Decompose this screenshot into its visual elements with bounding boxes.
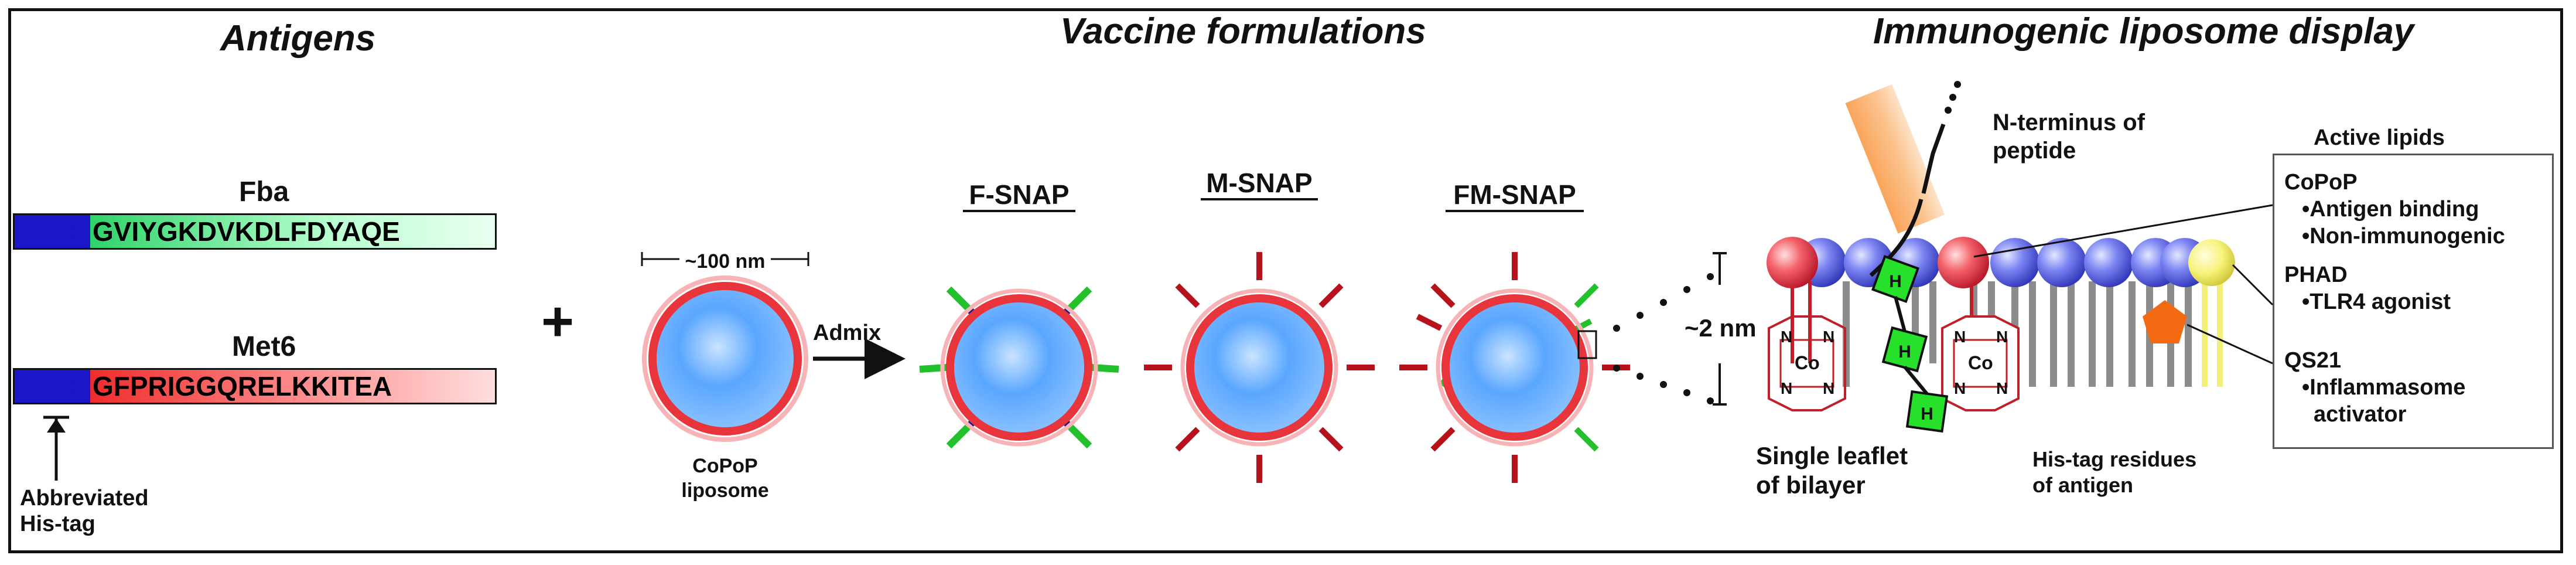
formulation-label-m-snap: M-SNAP: [1206, 168, 1312, 198]
legend-group-copop: CoPoP: [2284, 170, 2358, 195]
nitrogen-label: N: [1954, 379, 1966, 397]
cobalt-label: Co: [1968, 352, 1993, 373]
lipid-heads: [1797, 238, 2235, 287]
section-title-vaccine-formulations: Vaccine formulations: [1060, 11, 1426, 52]
f-snap-liposome: [919, 286, 1119, 449]
his-tag-label-line2: His-tag: [20, 512, 95, 536]
plus-sign: +: [541, 290, 575, 353]
thickness-label: ~2 nm: [1685, 314, 1757, 342]
copop-porphyrin-left: [1767, 237, 1846, 411]
active-lipids-title: Active lipids: [2314, 125, 2445, 150]
m-snap-liposome: [1144, 252, 1375, 483]
antigen-name-fba: Fba: [239, 176, 289, 207]
formulation-label-fm-snap: FM-SNAP: [1453, 179, 1576, 210]
copop-porphyrin-right: [1938, 237, 2020, 411]
histag-residues-label-line1: His-tag residues: [2032, 447, 2196, 471]
his-tag-label-line1: Abbreviated: [20, 486, 149, 510]
nitrogen-label: N: [1954, 328, 1966, 346]
liposome-size-label: ~100 nm: [685, 250, 765, 273]
active-lipids-box: [2273, 154, 2554, 449]
fm-snap-liposome: [1399, 252, 1630, 483]
liposome-name-line2: liposome: [681, 479, 768, 502]
leaflet-label-line2: of bilayer: [1756, 471, 1866, 499]
copop-liposome: [641, 246, 809, 442]
legend-item: activator: [2314, 402, 2407, 427]
histag-h-label: H: [1889, 272, 1902, 291]
leaflet-label-line1: Single leaflet: [1756, 442, 1908, 469]
nitrogen-label: N: [1781, 328, 1792, 346]
legend-callouts: [1973, 204, 2274, 365]
n-terminus-label-line1: N-terminus of: [1993, 110, 2145, 135]
section-title-display: Immunogenic liposome display: [1873, 11, 2414, 52]
nitrogen-label: N: [1823, 328, 1834, 346]
histag-h-label: H: [1898, 342, 1911, 362]
antigen-name-met6: Met6: [232, 331, 296, 362]
his-tag: HHH-: [15, 370, 90, 403]
nitrogen-label: N: [1781, 379, 1792, 397]
formulation-label-f-snap: F-SNAP: [969, 179, 1069, 210]
legend-item: •TLR4 agonist: [2302, 290, 2451, 314]
cobalt-label: Co: [1795, 352, 1820, 373]
qs21-pentagon: [2143, 300, 2187, 343]
phad-tails: [2202, 281, 2223, 387]
legend-item: •Inflammasome: [2302, 375, 2466, 400]
histag-h-label: H: [1921, 404, 1933, 424]
nitrogen-label: N: [1996, 379, 2008, 397]
antigen-sequence-fba: HHH- GVIYGKDVKDLFDYAQE: [13, 213, 497, 250]
figure-frame: [8, 8, 2563, 553]
legend-group-phad: PHAD: [2284, 263, 2348, 287]
legend-item: •Non-immunogenic: [2302, 224, 2505, 249]
thickness-bracket: [1713, 252, 1727, 406]
his-tag: HHH-: [15, 215, 90, 248]
liposome-name-line1: CoPoP: [692, 455, 757, 477]
nitrogen-label: N: [1996, 328, 2008, 346]
n-terminus-label-line2: peptide: [1993, 138, 2076, 164]
section-title-antigens: Antigens: [220, 18, 376, 59]
peptide: [1845, 81, 1961, 277]
peptide-sequence: GVIYGKDVKDLFDYAQE: [90, 215, 495, 248]
legend-item: •Antigen binding: [2302, 197, 2479, 222]
admix-label: Admix: [813, 321, 881, 345]
histag-residues: [1871, 254, 1949, 433]
zoom-guides: [1613, 273, 1714, 404]
legend-group-qs21: QS21: [2284, 348, 2342, 373]
nitrogen-label: N: [1823, 379, 1834, 397]
peptide-sequence: GFPRIGGQRELKKITEA: [90, 370, 495, 403]
his-tag-pointer: [43, 416, 69, 481]
antigen-sequence-met6: HHH- GFPRIGGQRELKKITEA: [13, 368, 497, 404]
histag-residues-label-line2: of antigen: [2032, 473, 2133, 497]
